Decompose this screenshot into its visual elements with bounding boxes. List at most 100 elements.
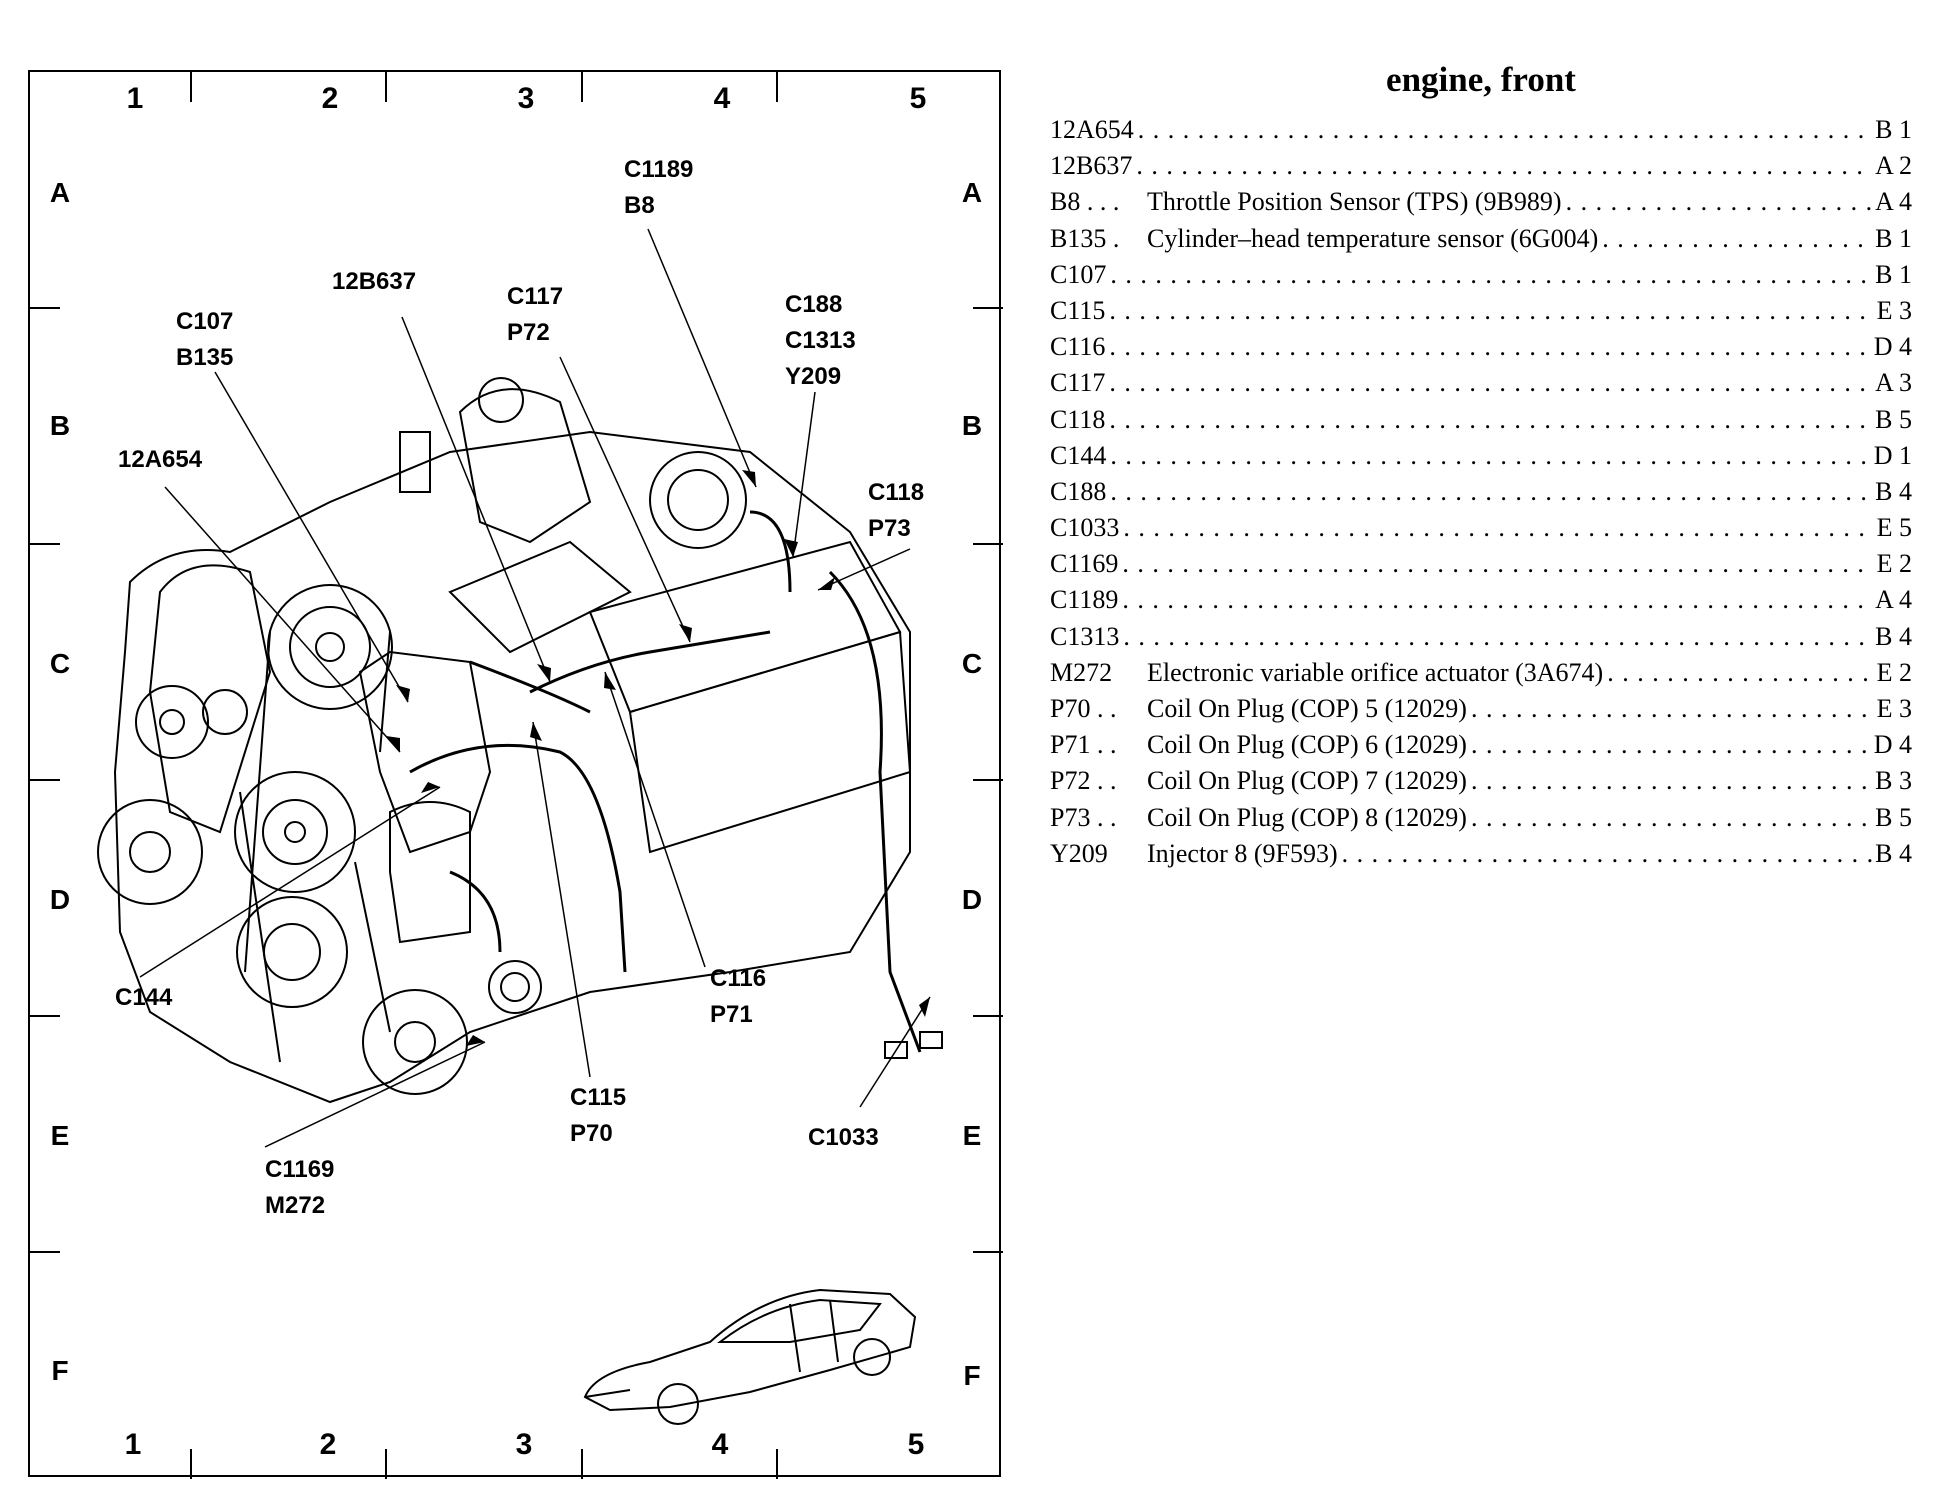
legend-dot-leader [1467, 694, 1872, 724]
callout-line: P73 [868, 515, 911, 542]
legend-dot-leader [1105, 332, 1872, 362]
grid-row-right-b: B [961, 410, 983, 441]
callout-c144: C144 [115, 980, 172, 1016]
callout-c1033: C1033 [808, 1120, 879, 1156]
legend-row: C1169E 2 [1050, 549, 1912, 585]
legend-code: C118 [1050, 404, 1106, 434]
legend-code: B8 . . . [1050, 187, 1120, 217]
callout-line: M272 [265, 1192, 326, 1219]
legend-row: P73 . . Coil On Plug (COP) 8 (12029) B 5 [1050, 803, 1912, 839]
legend-description: Coil On Plug (COP) 7 (12029) [1147, 766, 1467, 796]
component-legend: engine, front 12A654B 112B637A 2B8 . . .… [1050, 55, 1912, 875]
pulleys [97, 584, 542, 1095]
callout-line: C107 [176, 308, 234, 335]
grid-ticks [30, 72, 1003, 1479]
grid-col-bottom-2: 2 [319, 1428, 337, 1461]
legend-row: C118B 5 [1050, 405, 1912, 441]
legend-row: P71 . .Coil On Plug (COP) 6 (12029)D 4 [1050, 730, 1912, 766]
legend-row: 12A654B 1 [1050, 115, 1912, 151]
engine-diagram-frame: 1 2 3 4 5 1 2 3 4 5 A B C D E F A B C D … [28, 70, 1003, 1479]
callout-line: P72 [507, 319, 550, 346]
legend-grid-location: B 5 [1875, 802, 1912, 832]
legend-dot-leader [1467, 730, 1872, 760]
callout-line: C117 [507, 283, 564, 310]
legend-grid-location: A 4 [1875, 585, 1912, 615]
legend-description: Coil On Plug (COP) 8 (12029) [1147, 802, 1467, 832]
legend-row: C115E 3 [1050, 296, 1912, 332]
legend-description: Injector 8 (9F593) [1147, 838, 1338, 868]
legend-title: engine, front [1386, 60, 1576, 99]
legend-list: 12A654B 112B637A 2B8 . . .Throttle Posit… [1050, 115, 1912, 875]
legend-code: C107 [1050, 259, 1107, 289]
legend-description: Coil On Plug (COP) 5 (12029) [1147, 694, 1467, 723]
callout-line: P70 [570, 1120, 613, 1147]
legend-grid-location: B 1 [1875, 223, 1912, 253]
legend-description: Electronic variable orifice actuator (3A… [1147, 657, 1604, 687]
legend-grid-location: D 4 [1873, 730, 1912, 760]
legend-dot-leader [1106, 477, 1872, 507]
grid-col-bottom-5: 5 [907, 1428, 925, 1461]
legend-code: 12B637 [1050, 151, 1133, 181]
legend-grid-location: E 2 [1876, 549, 1912, 579]
legend-grid-location: A 3 [1875, 368, 1912, 398]
legend-code: C1189 [1050, 585, 1119, 615]
wiring-harness [409, 510, 943, 1059]
legend-grid-location: B 3 [1875, 766, 1912, 796]
grid-row-right-e: E [962, 1120, 982, 1151]
callout-line: C1169 [265, 1156, 335, 1183]
legend-row: C117A 3 [1050, 368, 1912, 404]
legend-description: Cylinder–head temperature sensor (6G004) [1147, 223, 1599, 253]
callout-line: C144 [115, 984, 173, 1011]
callout-line: C188 [785, 291, 843, 318]
legend-row: C1189 A 4 [1050, 585, 1912, 621]
callout-c1169: C1169 M272 [265, 1152, 334, 1224]
vehicle-silhouette-icon [583, 1288, 917, 1425]
legend-dot-leader [1603, 658, 1872, 688]
callout-line: 12A654 [118, 446, 203, 473]
legend-grid-location: D 1 [1873, 440, 1912, 470]
callout-line: C1313 [785, 327, 856, 354]
legend-dot-leader [1338, 839, 1872, 869]
legend-row: C188B 4 [1050, 477, 1912, 513]
legend-row: C116D 4 [1050, 332, 1912, 368]
legend-row: B8 . . .Throttle Position Sensor (TPS) (… [1050, 187, 1912, 223]
legend-grid-location: B 1 [1875, 115, 1912, 144]
legend-row: P72 . .Coil On Plug (COP) 7 (12029)B 3 [1050, 766, 1912, 802]
grid-row-right-a: A [961, 177, 983, 208]
legend-code: C1313 [1050, 621, 1120, 651]
legend-row: C144D 1 [1050, 441, 1912, 477]
callout-line: 12B637 [332, 268, 417, 295]
callout-c107: C107 B135 [176, 304, 233, 376]
legend-grid-location: E 3 [1876, 694, 1912, 723]
legend-dot-leader [1134, 115, 1872, 145]
legend-dot-leader [1562, 187, 1872, 217]
legend-grid-location: E 2 [1876, 657, 1912, 687]
legend-row: C1313B 4 [1050, 622, 1912, 658]
grid-row-left-e: E [50, 1120, 70, 1151]
legend-code: P70 . . [1050, 694, 1117, 723]
legend-code: C188 [1050, 476, 1107, 506]
legend-grid-location: E 5 [1876, 513, 1912, 543]
leader-arrowheads [386, 470, 930, 1046]
legend-code: M272 [1050, 657, 1113, 687]
grid-row-left-b: B [49, 410, 71, 441]
legend-code: P73 . . [1050, 802, 1117, 832]
grid-row-left-c: C [49, 648, 71, 679]
leader-lines [139, 228, 931, 1148]
grid-col-top-2: 2 [321, 82, 339, 115]
legend-dot-leader [1118, 585, 1872, 615]
grid-row-left-d: D [49, 884, 71, 915]
legend-dot-leader [1118, 549, 1872, 579]
callout-line: B135 [176, 344, 234, 371]
legend-row: P70 . . Coil On Plug (COP) 5 (12029) E 3 [1050, 694, 1912, 730]
legend-dot-leader [1598, 224, 1872, 254]
callout-line: C115 [570, 1084, 627, 1111]
legend-dot-leader [1105, 368, 1872, 398]
engine-body [113, 377, 912, 1104]
legend-dot-leader [1119, 622, 1872, 652]
callout-12b637: 12B637 [332, 264, 416, 300]
legend-code: C115 [1050, 295, 1106, 325]
legend-row: 12B637A 2 [1050, 151, 1912, 187]
